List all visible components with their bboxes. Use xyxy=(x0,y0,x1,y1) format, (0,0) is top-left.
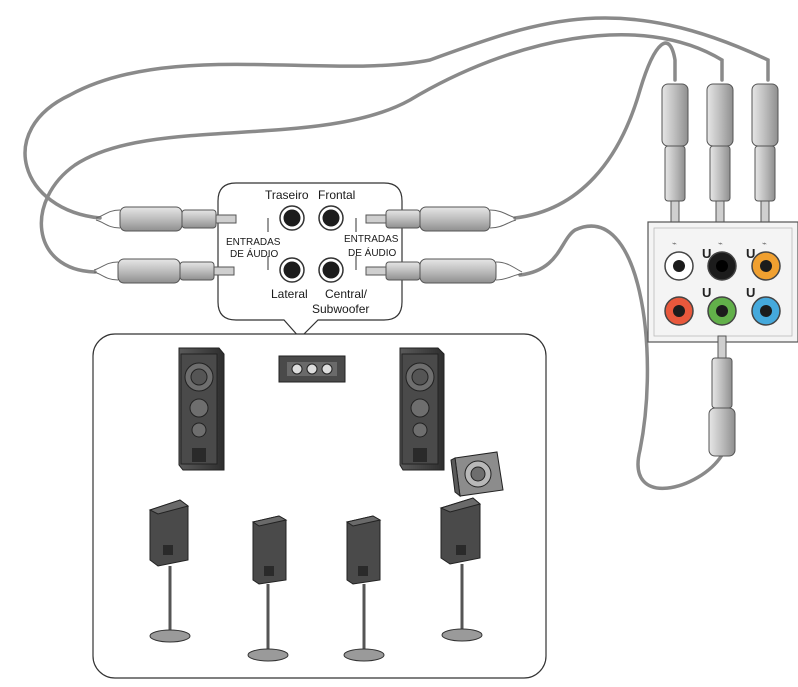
rca-plug-icon xyxy=(661,83,689,228)
rca-plug-icon xyxy=(95,206,237,232)
rca-plug-icon xyxy=(365,258,523,284)
subwoofer-icon xyxy=(450,451,504,498)
svg-text:⌁: ⌁ xyxy=(672,239,677,248)
rca-plug-icon xyxy=(706,83,734,228)
audio-port-icon xyxy=(664,251,694,281)
label-rear: Traseiro xyxy=(265,188,309,202)
svg-text:⌁: ⌁ xyxy=(718,239,723,248)
cable-rear xyxy=(23,16,770,220)
speaker-icon xyxy=(247,515,289,662)
tower-speaker-icon xyxy=(178,347,225,471)
svg-text:⌁: ⌁ xyxy=(762,239,767,248)
cables xyxy=(23,16,770,490)
left-inputs-line1: ENTRADAS xyxy=(226,237,281,248)
rca-plug-icon xyxy=(708,335,736,457)
audio-port-icon xyxy=(707,251,737,281)
label-side: Lateral xyxy=(271,287,308,301)
audio-port-icon xyxy=(279,205,305,231)
label-front: Frontal xyxy=(318,188,355,202)
speaker-icon xyxy=(148,499,191,643)
audio-port-icon xyxy=(751,251,781,281)
rca-plug-icon xyxy=(751,83,779,228)
svg-text:U: U xyxy=(746,246,755,261)
svg-text:U: U xyxy=(702,285,711,300)
rca-plug-icon xyxy=(93,258,235,284)
audio-port-icon xyxy=(318,205,344,231)
callout-bubble: Traseiro Frontal Lateral Central/ Subwoo… xyxy=(217,182,403,339)
right-inputs-line2: DE ÁUDIO xyxy=(348,246,397,259)
right-inputs-line1: ENTRADAS xyxy=(344,234,399,245)
audio-port-icon xyxy=(664,296,694,326)
svg-text:U: U xyxy=(702,246,711,261)
speaker-icon xyxy=(343,515,385,662)
label-subwoofer: Subwoofer xyxy=(312,302,369,316)
audio-io-panel: ⌁ ⌁ ⌁ U U U U xyxy=(647,221,798,343)
audio-port-icon xyxy=(318,257,344,283)
label-center: Central/ xyxy=(325,287,368,301)
cable-side xyxy=(39,33,724,274)
svg-text:U: U xyxy=(746,285,755,300)
rca-plug-icon xyxy=(365,206,517,232)
cable-front xyxy=(513,41,677,220)
audio-port-icon xyxy=(751,296,781,326)
center-speaker-icon xyxy=(278,355,346,383)
audio-port-icon xyxy=(707,296,737,326)
speaker-layout-box xyxy=(92,333,547,679)
left-inputs-line2: DE ÁUDIO xyxy=(230,247,279,260)
tower-speaker-icon xyxy=(399,347,445,471)
cable-center xyxy=(518,224,724,490)
audio-port-icon xyxy=(279,257,305,283)
speaker-icon xyxy=(439,497,483,642)
